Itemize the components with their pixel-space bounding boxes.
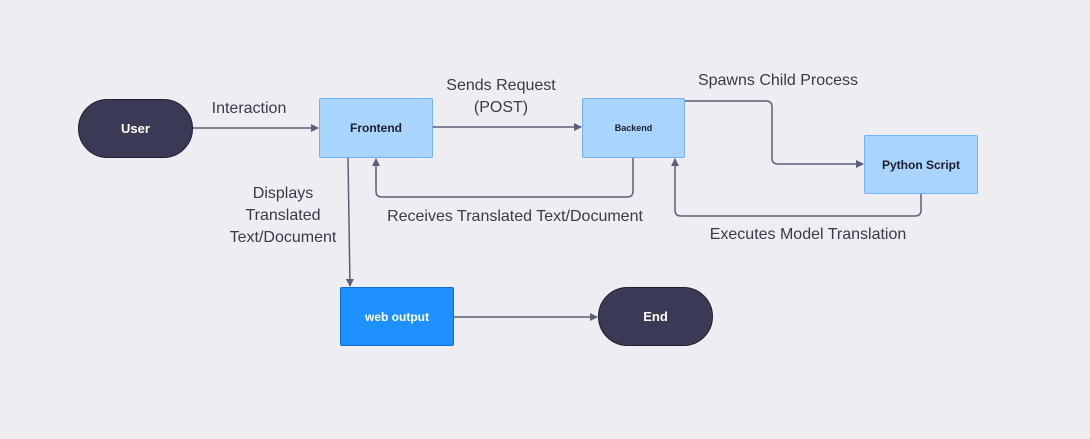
displays-line-3: Text/Document: [229, 229, 337, 246]
spawns-child-label: Spawns Child Process: [697, 72, 859, 89]
interaction-label: Interaction: [211, 100, 287, 117]
sends-request-label: Sends Request (POST): [436, 75, 566, 119]
sends-request-line-1: Sends Request: [446, 77, 556, 94]
edge-frontend-web-output: [345, 157, 354, 287]
edge-backend-python: [685, 100, 864, 168]
displays-label: Displays Translated Text/Document: [218, 183, 348, 249]
backend-node: Backend: [582, 98, 685, 158]
frontend-node: Frontend: [319, 98, 433, 158]
edge-backend-frontend: [372, 158, 634, 198]
web-output-node: web output: [340, 287, 454, 346]
user-node: User: [78, 99, 193, 158]
python-script-node: Python Script: [864, 135, 978, 194]
executes-label: Executes Model Translation: [709, 226, 907, 243]
receives-label: Receives Translated Text/Document: [387, 208, 643, 225]
sends-request-line-2: (POST): [473, 99, 529, 116]
displays-line-1: Displays: [252, 185, 314, 202]
displays-line-2: Translated: [245, 207, 321, 224]
end-node: End: [598, 287, 713, 346]
edge-python-backend: [671, 158, 922, 217]
